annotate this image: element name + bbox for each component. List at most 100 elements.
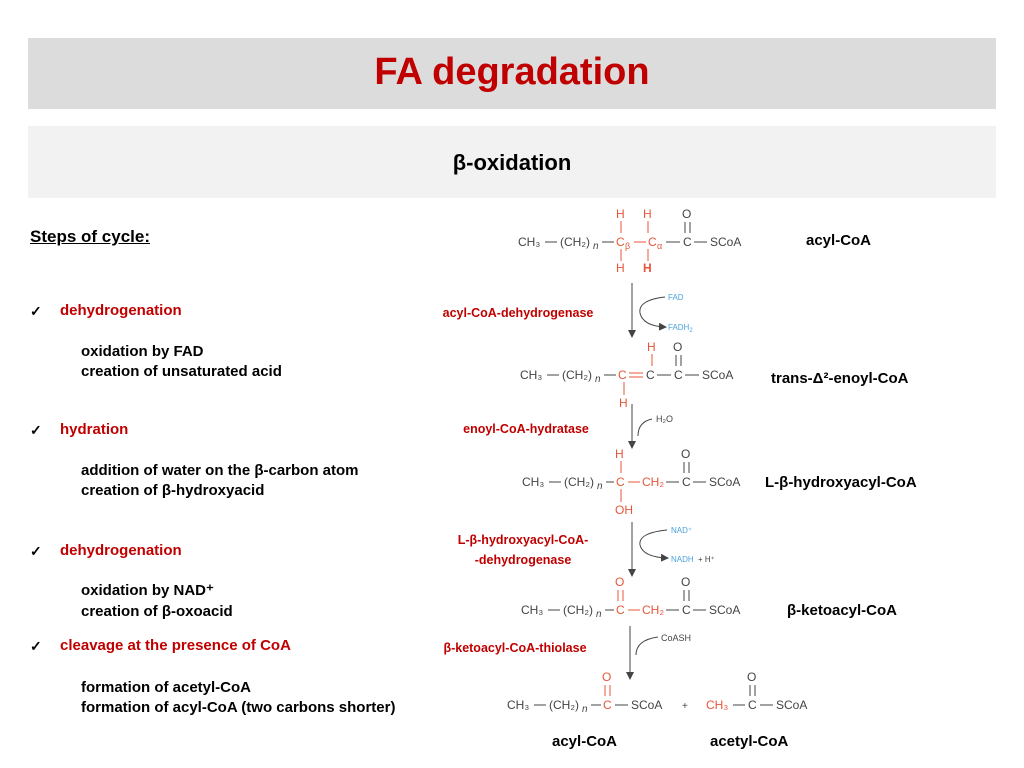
step-3-desc-2: creation of β-oxoacid	[81, 603, 233, 620]
ch3-group: CH₃	[706, 698, 728, 712]
check-icon: ✓	[30, 422, 42, 438]
enzyme-acyl-coa-dehydrogenase: acyl-CoA-dehydrogenase	[442, 306, 594, 320]
structure-product-acyl-coa: CH₃ (CH₂) n C O SCoA	[507, 670, 662, 715]
check-icon: ✓	[30, 303, 42, 319]
carbonyl-oxygen: O	[681, 447, 690, 461]
h-atom: H	[616, 261, 625, 275]
beta-carbon: C	[616, 475, 625, 489]
fadh2-label: FADH2	[668, 323, 693, 334]
carbonyl-carbon: C	[603, 698, 612, 712]
carbonyl-carbon: C	[683, 235, 692, 249]
alpha-carbon: C	[646, 368, 655, 382]
nadh-label: NADH	[671, 555, 694, 564]
scoa-group: SCoA	[631, 698, 662, 712]
h-atom: H	[643, 207, 652, 221]
beta-carbon: C	[616, 603, 625, 617]
keto-oxygen: O	[615, 575, 624, 589]
title-band: FA degradation	[28, 38, 996, 109]
ch2-chain: (CH₂)	[549, 698, 579, 712]
ch3-group: CH₃	[521, 603, 543, 617]
alpha-carbon: C	[648, 235, 657, 249]
carbonyl-oxygen: O	[673, 340, 682, 354]
step-2-desc-1: addition of water on the β-carbon atom	[81, 462, 359, 479]
beta-carbon: C	[618, 368, 627, 382]
coash-label: CoASH	[661, 633, 691, 643]
compound-acyl-coa: acyl-CoA	[806, 232, 872, 249]
scoa-group: SCoA	[709, 603, 740, 617]
carbonyl-oxygen: O	[747, 670, 756, 684]
product-acyl-coa: acyl-CoA	[552, 733, 618, 750]
fad-label: FAD	[668, 293, 684, 302]
step-4-desc-2: formation of acyl-CoA (two carbons short…	[81, 699, 396, 716]
ch2-group: CH₂	[642, 475, 664, 489]
carbonyl-carbon: C	[682, 475, 691, 489]
nad-label: NAD⁺	[671, 526, 692, 535]
step-4-desc-1: formation of acetyl-CoA	[81, 679, 252, 696]
beta-symbol: β	[625, 241, 630, 251]
ch3-group: CH₃	[518, 235, 540, 249]
structure-hydroxyacyl-coa: CH₃ (CH₂) n C H OH CH₂ C O SCoA	[522, 447, 740, 517]
carbonyl-oxygen: O	[602, 670, 611, 684]
h2o-label: H₂O	[656, 414, 673, 424]
enzyme-hydroxyacyl-dehydrogenase-line-1: L-β-hydroxyacyl-CoA-	[457, 533, 589, 547]
ch3-group: CH₃	[520, 368, 542, 382]
carbonyl-oxygen: O	[681, 575, 690, 589]
steps-heading: Steps of cycle:	[30, 227, 150, 246]
ch2-group: CH₂	[642, 603, 664, 617]
check-icon: ✓	[30, 638, 42, 654]
step-3-desc-1: oxidation by NAD⁺	[81, 582, 214, 599]
subtitle-band: β-oxidation	[28, 126, 996, 198]
chain-n: n	[582, 704, 588, 715]
step-2-name: hydration	[60, 421, 129, 438]
page-subtitle: β-oxidation	[452, 150, 572, 175]
step-1-desc-2: creation of unsaturated acid	[81, 363, 282, 380]
scoa-group: SCoA	[710, 235, 741, 249]
structure-acyl-coa: CH₃ (CH₂) n C β H H C α H H C O SCoA	[518, 207, 741, 275]
product-acetyl-coa: acetyl-CoA	[710, 733, 789, 750]
h-atom: H	[619, 396, 628, 410]
step-3-name: dehydrogenation	[60, 542, 182, 559]
beta-carbon: C	[616, 235, 625, 249]
ch2-chain: (CH₂)	[564, 475, 594, 489]
chain-n: n	[595, 374, 601, 385]
h-atom: H	[643, 261, 652, 275]
ch2-chain: (CH₂)	[562, 368, 592, 382]
ch2-chain: (CH₂)	[560, 235, 590, 249]
ch3-group: CH₃	[522, 475, 544, 489]
step-2-desc-2: creation of β-hydroxyacid	[81, 482, 265, 499]
carbonyl-carbon: C	[748, 698, 757, 712]
scoa-group: SCoA	[702, 368, 733, 382]
carbonyl-carbon: C	[674, 368, 683, 382]
plus-sign: +	[682, 701, 688, 712]
chain-n: n	[593, 241, 599, 252]
enzyme-enoyl-coa-hydratase: enoyl-CoA-hydratase	[463, 422, 589, 436]
compound-ketoacyl-coa: β-ketoacyl-CoA	[787, 602, 898, 619]
scoa-group: SCoA	[709, 475, 740, 489]
h-atom: H	[647, 340, 656, 354]
step-4-name: cleavage at the presence of CoA	[60, 637, 291, 654]
step-1-name: dehydrogenation	[60, 302, 182, 319]
carbonyl-oxygen: O	[682, 207, 691, 221]
oh-group: OH	[615, 503, 633, 517]
carbonyl-carbon: C	[682, 603, 691, 617]
enzyme-ketoacyl-coa-thiolase: β-ketoacyl-CoA-thiolase	[443, 641, 587, 655]
check-icon: ✓	[30, 543, 42, 559]
alpha-symbol: α	[657, 241, 662, 251]
h-atom: H	[615, 447, 624, 461]
compound-hydroxyacyl-coa: L-β-hydroxyacyl-CoA	[765, 474, 917, 491]
structure-enoyl-coa: CH₃ (CH₂) n C H C H C O SCoA	[520, 340, 733, 410]
chain-n: n	[596, 609, 602, 620]
enzyme-hydroxyacyl-dehydrogenase-line-2: -dehydrogenase	[474, 553, 572, 567]
scoa-group: SCoA	[776, 698, 807, 712]
compound-enoyl-coa: trans-Δ²-enoyl-CoA	[771, 370, 909, 387]
structure-product-acetyl-coa: CH₃ C O SCoA	[706, 670, 807, 712]
ch2-chain: (CH₂)	[563, 603, 593, 617]
h-atom: H	[616, 207, 625, 221]
step-1-desc-1: oxidation by FAD	[81, 343, 204, 360]
chain-n: n	[597, 481, 603, 492]
structure-ketoacyl-coa: CH₃ (CH₂) n C O CH₂ C O SCoA	[521, 575, 740, 620]
proton-label: + H⁺	[698, 555, 715, 564]
page-title: FA degradation	[374, 51, 650, 93]
ch3-group: CH₃	[507, 698, 529, 712]
